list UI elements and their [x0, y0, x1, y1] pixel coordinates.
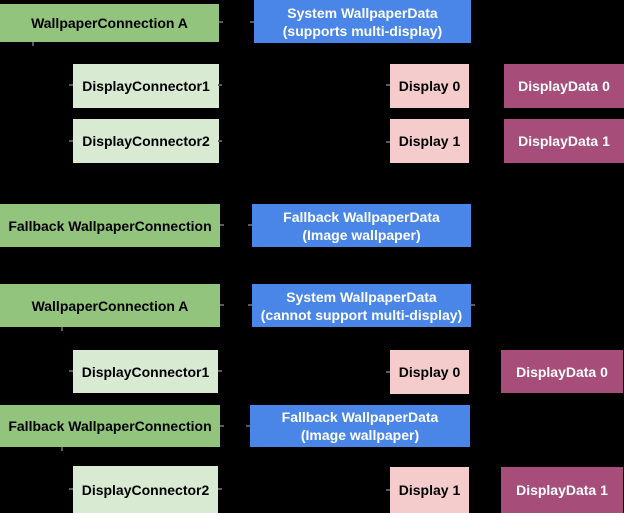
connector-stub [61, 447, 63, 451]
node-display-1-single: Display 1 [390, 467, 469, 513]
node-display-data-0-single: DisplayData 0 [501, 350, 623, 393]
node-display-0-multi: Display 0 [390, 64, 469, 108]
node-display-0-single: Display 0 [390, 350, 469, 394]
node-display-connector-2-single: DisplayConnector2 [73, 466, 218, 513]
node-display-connector-1-single: DisplayConnector1 [73, 350, 218, 393]
node-display-data-1-multi: DisplayData 1 [504, 119, 624, 163]
node-display-connector-1-multi: DisplayConnector1 [73, 64, 219, 108]
connector-stub [69, 488, 73, 490]
node-system-wallpaper-data-single: System WallpaperData (cannot support mul… [252, 284, 471, 327]
node-display-data-1-single: DisplayData 1 [501, 467, 623, 513]
connector-stub [220, 224, 224, 226]
connector-stub [218, 84, 222, 86]
node-fallback-wallpaper-data-multi: Fallback WallpaperData (Image wallpaper) [252, 204, 471, 247]
node-display-data-0-multi: DisplayData 0 [504, 64, 624, 108]
node-fallback-wallpaper-connection-single: Fallback WallpaperConnection [0, 405, 220, 447]
connector-stub [61, 327, 63, 331]
node-fallback-wallpaper-connection-multi: Fallback WallpaperConnection [0, 204, 220, 247]
connector-stub [246, 425, 250, 427]
connector-stub [32, 42, 34, 46]
connector-stub [219, 21, 223, 23]
connector-stub [69, 84, 73, 86]
connector-stub [69, 370, 73, 372]
connector-stub [471, 304, 475, 306]
connector-stub [248, 224, 252, 226]
connector-stub [250, 21, 254, 23]
connector-stub [248, 304, 252, 306]
connector-stub [69, 140, 73, 142]
connector-stub [220, 425, 224, 427]
connector-stub [218, 488, 222, 490]
connector-stub [386, 141, 390, 143]
connector-stub [386, 371, 390, 373]
node-wallpaper-connection-a-single: WallpaperConnection A [0, 284, 220, 327]
connector-stub [220, 304, 224, 306]
connector-stub [386, 84, 390, 86]
node-display-1-multi: Display 1 [390, 119, 469, 163]
connector-stub [386, 489, 390, 491]
connector-stub [218, 140, 222, 142]
node-fallback-wallpaper-data-single: Fallback WallpaperData (Image wallpaper) [250, 405, 470, 447]
node-wallpaper-connection-a-multi: WallpaperConnection A [0, 4, 219, 42]
node-system-wallpaper-data-multi: System WallpaperData (supports multi-dis… [254, 0, 471, 43]
node-display-connector-2-multi: DisplayConnector2 [73, 119, 219, 163]
connector-stub [218, 370, 222, 372]
